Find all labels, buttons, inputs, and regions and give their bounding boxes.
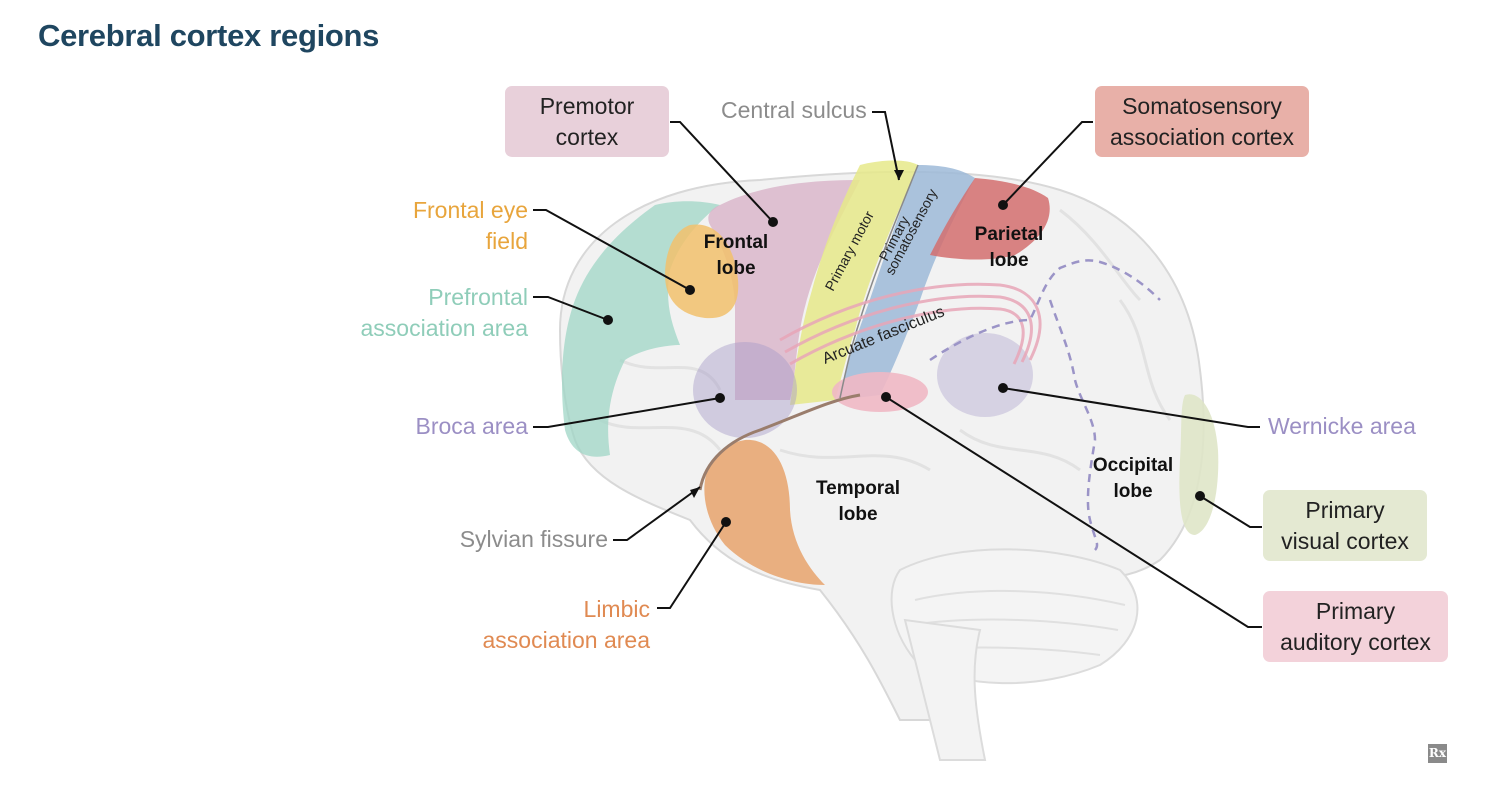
central-sulcus-arrowhead bbox=[894, 170, 904, 180]
somatosensory-assoc-region bbox=[930, 178, 1050, 260]
prefrontal-label: Prefrontal association area bbox=[360, 284, 529, 341]
leader-prefrontal bbox=[533, 296, 609, 321]
arcuate-fasciculus bbox=[779, 282, 1042, 366]
broca-label: Broca area bbox=[415, 413, 528, 439]
leader-limbic bbox=[657, 521, 727, 609]
primary-auditory-label: Primary auditory cortex bbox=[1263, 591, 1448, 662]
primary-visual-region bbox=[1179, 394, 1219, 535]
frontal-lobe-label: Frontal lobe bbox=[703, 232, 769, 279]
temporal-lobe-label: Temporal lobe bbox=[815, 478, 901, 525]
limbic-region bbox=[704, 439, 825, 585]
frontal-eye-label: Frontal eye field bbox=[412, 197, 528, 254]
leader-somatosensory-assoc bbox=[1002, 121, 1093, 206]
sylvian-label: Sylvian fissure bbox=[459, 526, 608, 552]
broca-region bbox=[693, 342, 797, 438]
premotor-region bbox=[708, 180, 860, 400]
premotor-label: Premotor cortex bbox=[505, 86, 669, 157]
leader-premotor bbox=[670, 121, 774, 223]
primary-somatosensory-region bbox=[838, 165, 975, 400]
frontal-eye-field-region bbox=[665, 224, 739, 319]
leader-central-sulcus bbox=[872, 111, 900, 181]
wernicke-label: Wernicke area bbox=[1268, 413, 1416, 439]
leader-primary-visual bbox=[1199, 495, 1262, 528]
primary-motor-region bbox=[790, 160, 918, 405]
prefrontal-region bbox=[562, 201, 720, 457]
central-sulcus-line bbox=[839, 164, 919, 399]
limbic-label: Limbic association area bbox=[482, 596, 651, 653]
rx-logo: Rx bbox=[1428, 744, 1447, 763]
leader-broca bbox=[533, 397, 721, 428]
primary-visual-label: Primary visual cortex bbox=[1263, 490, 1427, 561]
leader-sylvian bbox=[613, 486, 701, 541]
leader-primary-auditory bbox=[885, 396, 1262, 628]
wernicke-region bbox=[937, 333, 1033, 417]
central-sulcus-label: Central sulcus bbox=[721, 97, 867, 123]
primary-auditory-region bbox=[832, 372, 928, 412]
lobe-boundary-dashed bbox=[929, 259, 1161, 551]
page-title: Cerebral cortex regions bbox=[38, 18, 380, 53]
leader-wernicke bbox=[1002, 387, 1260, 428]
occipital-lobe-label: Occipital lobe bbox=[1092, 455, 1174, 502]
leader-frontal-eye bbox=[533, 209, 691, 291]
sylvian-fissure-line bbox=[698, 393, 861, 491]
brainstem bbox=[903, 618, 987, 761]
sylvian-arrowhead bbox=[690, 487, 700, 498]
parietal-lobe-label: Parietal lobe bbox=[974, 224, 1044, 271]
somatosensory-assoc-label: Somatosensory association cortex bbox=[1095, 86, 1309, 157]
